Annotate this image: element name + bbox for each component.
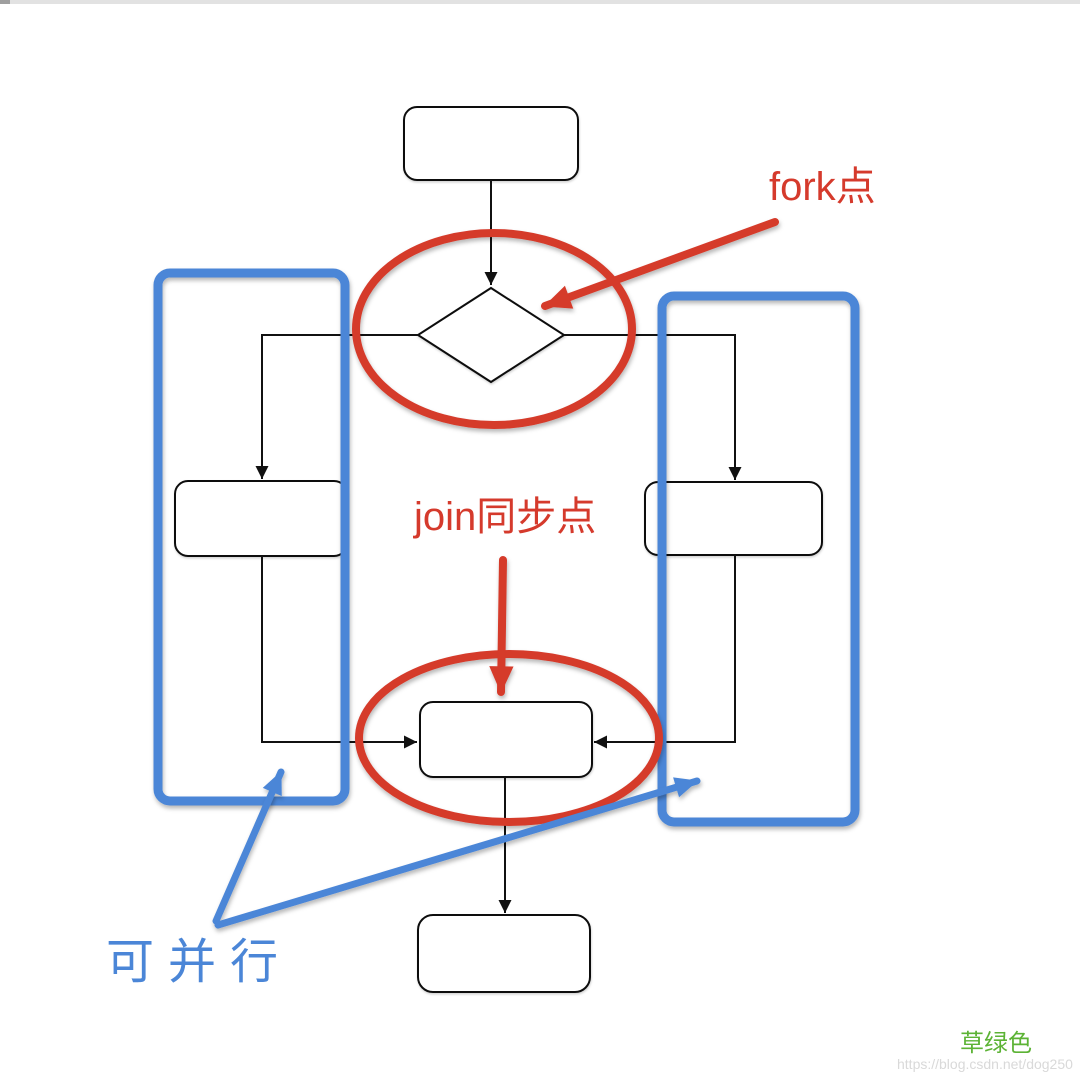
edge-fork-to-right-action: [564, 334, 742, 480]
top-edge-bar: [0, 0, 1080, 4]
parallel-label: 可并行: [106, 936, 293, 989]
parallel-annotation-arrow-right: [214, 777, 701, 929]
fork-decision-diamond: [416, 286, 566, 384]
edge-fork-to-left-action: [255, 334, 418, 479]
join-annotation-arrow: [489, 556, 514, 696]
left-parallel-region-box: [153, 268, 350, 806]
end-node: [417, 914, 591, 993]
fork-highlight-ellipse: [352, 229, 636, 429]
edge-left-action-to-join: [261, 556, 417, 749]
edge-right-action-to-join: [594, 555, 736, 749]
join-highlight-ellipse: [355, 650, 663, 826]
right-action-node: [644, 481, 823, 556]
left-action-node: [174, 480, 348, 557]
start-node: [403, 106, 579, 181]
right-parallel-region-box: [657, 291, 860, 827]
watermark-text: https://blog.csdn.net/dog250: [897, 1056, 1073, 1072]
join-node: [419, 701, 593, 778]
fork-label: fork点: [769, 165, 876, 209]
parallel-annotation-arrow-left: [212, 768, 285, 925]
theme-color-label: 草绿色: [960, 1030, 1032, 1057]
join-label: join同步点: [414, 495, 597, 539]
fork-annotation-arrow: [541, 218, 779, 310]
top-edge-bar-dark-segment: [0, 0, 10, 4]
